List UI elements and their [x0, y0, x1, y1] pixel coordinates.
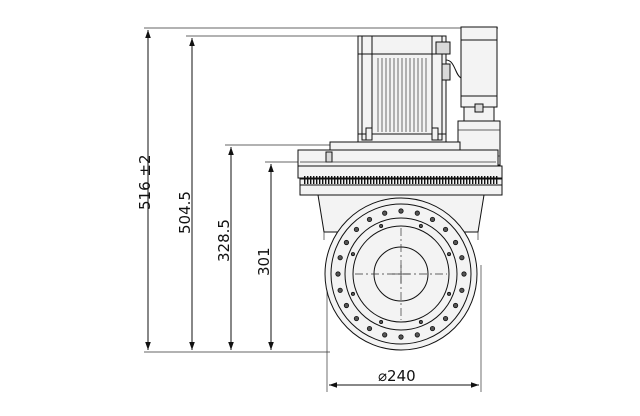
bolt-hole: [343, 302, 350, 309]
table-notch: [447, 252, 452, 257]
bolt-hole: [442, 315, 449, 322]
bolt-hole: [459, 255, 465, 261]
bolt-hole: [335, 271, 341, 277]
bolt-hole: [452, 239, 459, 246]
bolt-hole: [429, 216, 436, 223]
motor-top-height-label: 504.5: [176, 191, 194, 234]
table-notch: [379, 320, 384, 325]
table-notches: [350, 223, 452, 325]
dimension-flange-height: 328.5: [215, 144, 330, 350]
table-notch: [379, 223, 384, 228]
bolt-holes: [335, 208, 467, 340]
dimension-table-diameter: ⌀240: [326, 265, 482, 392]
bolt-hole: [337, 287, 343, 293]
table-notch: [350, 291, 355, 296]
bolt-hole: [461, 271, 467, 277]
dimension-overall-height: 516 ±2: [136, 27, 498, 353]
table-diameter-label: ⌀240: [378, 367, 416, 385]
bolt-hole: [442, 226, 449, 233]
flange-height-label: 328.5: [215, 219, 233, 262]
bolt-hole: [353, 226, 360, 233]
bolt-hole: [366, 325, 373, 332]
bolt-hole: [382, 210, 388, 216]
center-height-label: 301: [255, 247, 273, 276]
table-notch: [418, 223, 423, 228]
bolt-hole: [414, 210, 420, 216]
table-notch: [447, 291, 452, 296]
bolt-hole: [343, 239, 350, 246]
bolt-hole: [353, 315, 360, 322]
main-servo-motor: [357, 35, 451, 143]
bolt-hole: [459, 287, 465, 293]
table-notch: [418, 320, 423, 325]
bolt-hole: [398, 208, 404, 214]
dimension-center-height: 301: [255, 161, 300, 350]
gear-ring: [299, 176, 503, 196]
table-notch: [350, 252, 355, 257]
bolt-hole: [366, 216, 373, 223]
bolt-hole: [382, 332, 388, 338]
bolt-hole: [452, 302, 459, 309]
bolt-hole: [414, 332, 420, 338]
rotary-table: [324, 197, 478, 351]
dimension-motor-top-height: 504.5: [176, 35, 358, 350]
bolt-hole: [337, 255, 343, 261]
bolt-hole: [398, 334, 404, 340]
secondary-servo-motor: [445, 26, 501, 166]
motor-fins: [377, 58, 427, 132]
bolt-hole: [429, 325, 436, 332]
overall-height-label: 516 ±2: [136, 154, 154, 210]
